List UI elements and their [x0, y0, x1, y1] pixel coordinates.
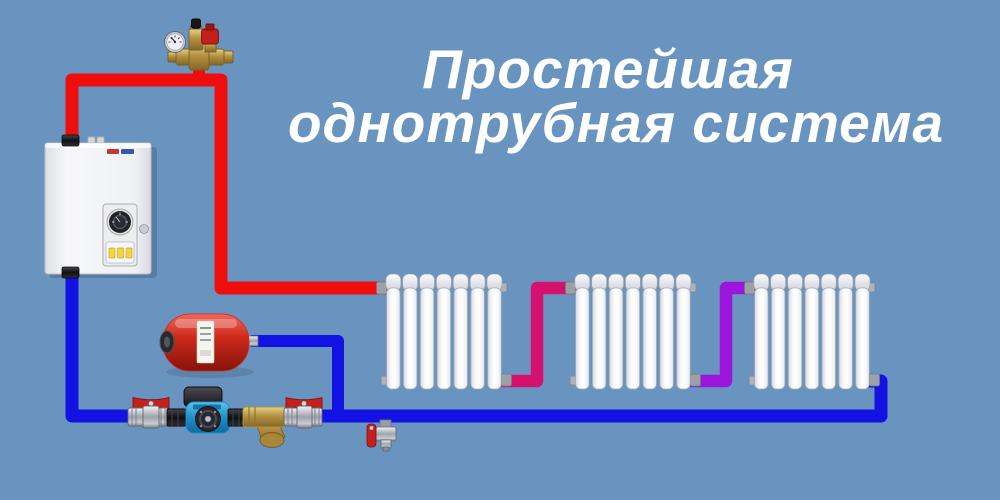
pressure-gauge-icon	[164, 31, 186, 53]
ball-valve-icon	[283, 396, 323, 429]
drain-valve-icon	[366, 419, 397, 452]
tank-label	[196, 320, 215, 364]
boiler-return-fitting	[61, 266, 80, 279]
radiator-icon-2	[565, 273, 701, 390]
radiators	[376, 273, 880, 390]
drain-valve-handle	[366, 423, 377, 448]
expansion-tank-icon	[159, 313, 259, 378]
boiler-side-knob	[139, 224, 149, 234]
indicator-light	[117, 247, 124, 259]
drain-valve-body	[375, 426, 397, 442]
boiler-supply-fitting	[61, 134, 80, 147]
supply-pipe	[65, 73, 392, 295]
indicator-light	[108, 247, 116, 259]
boiler-logo	[107, 149, 119, 154]
radiator-icon-1	[376, 273, 512, 390]
title-line-2: однотрубная система	[288, 92, 944, 154]
ball-valve-icon	[127, 396, 170, 429]
y-strainer-icon	[242, 406, 287, 448]
safety-group-icon	[164, 18, 234, 71]
radiator2-to-radiator3-pipe	[684, 281, 760, 388]
air-vent-icon	[188, 18, 204, 51]
boiler-top-edge	[45, 143, 151, 148]
circulation-pump-icon	[183, 386, 231, 434]
pump-assembly	[127, 386, 323, 448]
expansion-tank-pipe	[251, 335, 344, 414]
boiler-control-panel	[102, 203, 138, 267]
radiator-icon-3	[744, 273, 880, 390]
tank-flange-center	[164, 336, 170, 348]
pump-union-fitting	[227, 408, 246, 427]
radiator1-to-radiator2-pipe	[495, 281, 582, 388]
title-line-1: Простейшая	[422, 38, 794, 100]
pump-union-fitting	[166, 408, 187, 427]
title: Простейшая однотрубная система	[288, 38, 944, 154]
electric-boiler-icon	[44, 134, 157, 279]
strainer-cap	[259, 432, 285, 448]
boiler-logo	[121, 149, 134, 154]
safety-valve-icon	[201, 23, 219, 53]
indicator-light	[125, 247, 133, 259]
